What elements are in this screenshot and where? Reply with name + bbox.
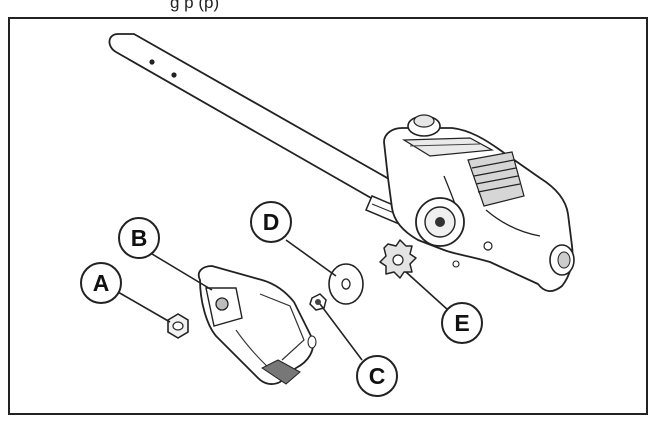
callout-c-label: C	[369, 363, 386, 389]
callout-d-label: D	[263, 209, 280, 235]
grip-ribs	[467, 151, 525, 207]
leader-b	[151, 253, 213, 291]
callout-a: A	[80, 262, 122, 304]
leader-c	[319, 303, 363, 361]
diagram-frame	[8, 17, 648, 415]
callout-b: B	[118, 217, 160, 259]
callout-a-label: A	[93, 270, 110, 296]
leader-e	[405, 271, 449, 311]
power-head	[383, 114, 575, 292]
sprocket-cover	[197, 265, 317, 385]
bar-hole-1	[149, 59, 155, 65]
leader-d	[285, 239, 337, 277]
guide-bar	[108, 33, 427, 227]
leader-a	[117, 291, 171, 323]
callout-e-label: E	[454, 310, 469, 336]
header-fragment: g p (p)	[170, 0, 219, 12]
leader-lines	[117, 239, 449, 361]
callout-d: D	[250, 201, 292, 243]
nut	[167, 313, 189, 339]
callout-c: C	[356, 355, 398, 397]
drive-sprocket	[379, 239, 417, 279]
cover-bolt-hole	[215, 297, 229, 311]
callout-b-label: B	[131, 225, 148, 251]
bar-hole-2	[171, 72, 177, 78]
callout-e: E	[441, 302, 483, 344]
washer	[328, 263, 364, 305]
